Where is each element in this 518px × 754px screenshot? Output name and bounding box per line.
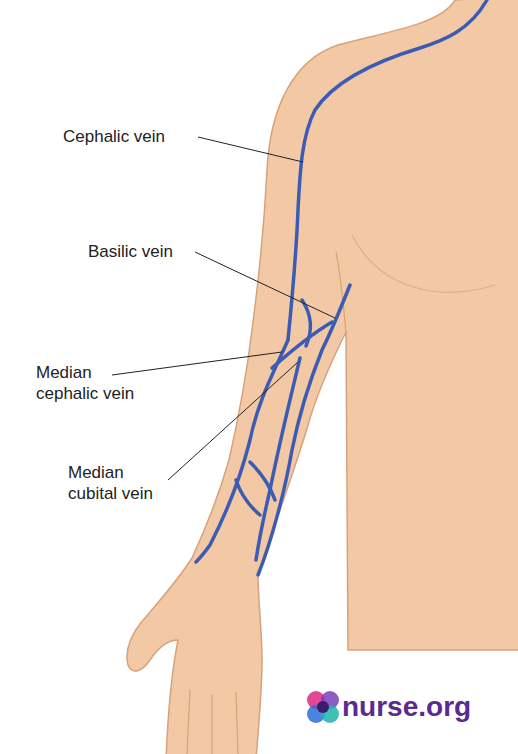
logo-center (317, 701, 329, 713)
leader-line (195, 252, 335, 318)
leader-line (168, 362, 298, 480)
leader-line (198, 137, 303, 162)
body-silhouette (127, 0, 518, 754)
forearm-branch (236, 480, 260, 515)
watermark: nurse.org (342, 689, 471, 724)
basilic-vein (258, 285, 350, 575)
veins (196, 0, 487, 575)
median-cubital-vein (272, 322, 332, 368)
finger-line (211, 695, 212, 754)
cephalic-vein (288, 0, 487, 340)
vein-label: Basilic vein (88, 241, 173, 262)
finger-line (236, 692, 238, 754)
forearm-branch (250, 462, 275, 500)
vein-label: Median cubital vein (68, 462, 172, 505)
vein-label: Cephalic vein (63, 126, 165, 147)
elbow-branch (302, 300, 311, 346)
chest-line (352, 235, 495, 292)
vein-label: Median cephalic vein (36, 362, 140, 405)
median-antebrachial-vein (256, 358, 300, 560)
leader-line (112, 352, 282, 375)
leader-lines (112, 137, 335, 480)
logo-mark (307, 691, 339, 723)
finger-line (187, 690, 190, 754)
